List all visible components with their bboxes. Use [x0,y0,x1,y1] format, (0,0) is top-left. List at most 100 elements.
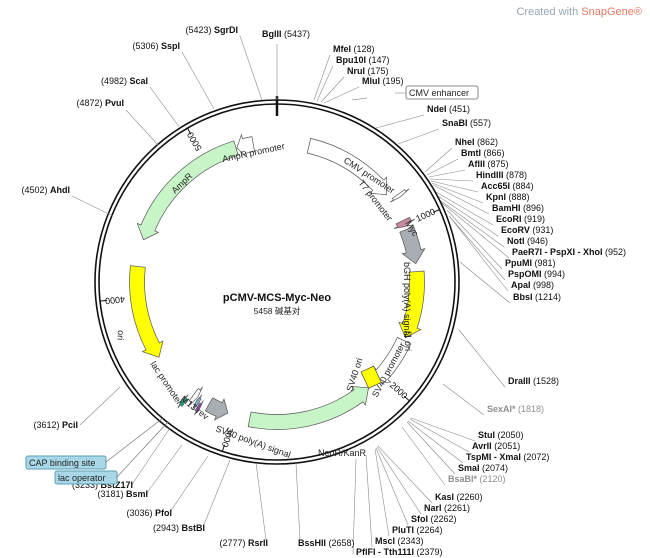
enzyme-name: KasI [435,492,454,502]
enzyme-position: (3181) [97,489,126,499]
enzyme-position: (557) [468,118,492,128]
enzyme-name: MfeI [333,44,351,54]
enzyme-leader-pspomi [448,215,506,281]
enzyme-position: (3233) [72,480,101,490]
enzyme-leader-pfoi [169,455,209,513]
enzyme-ecori: EcoRI (919) [496,214,545,224]
cap-binding-site-box [25,455,107,470]
enzyme-leader-pcii [79,386,121,426]
snapgene-watermark: Created with SnapGene® [516,6,642,18]
tick-label-4000: 4000 [105,294,126,306]
enzyme-name: Acc65I [481,181,510,191]
enzyme-leader-ecori [435,191,494,226]
watermark-brand: SnapGene® [581,6,642,18]
enzyme-mlui: MluI (195) [362,76,404,86]
enzyme-name: HindIII [476,170,504,180]
enzyme-name: EcoRI [496,214,522,224]
feature-bgh-poly-a-signal [399,226,426,265]
enzyme-name: MscI [375,536,395,546]
enzyme-position: (2051) [492,441,521,451]
enzyme-name: PvuI [105,98,124,108]
enzyme-position: (3036) [126,508,155,518]
enzyme-name: AflII [468,159,485,169]
enzyme-kasi: KasI (2260) [435,492,483,502]
enzyme-leader-scai [149,86,181,129]
enzyme-position: (175) [365,66,389,76]
enzyme-leader-ahdi [71,195,114,217]
enzyme-name: BsaBI* [448,474,478,484]
enzyme-pvui: (4872) PvuI [76,98,124,108]
enzyme-position: (896) [521,203,545,213]
enzyme-pluti: PluTI (2264) [392,525,443,535]
plasmid-name: pCMV-MCS-Myc-Neo [223,292,331,304]
feature-ori [129,265,164,358]
enzyme-position: (128) [351,44,375,54]
enzyme-bpu10i: Bpu10I (147) [336,55,390,65]
enzyme-bsshii: BssHII (2658) [298,538,355,548]
enzyme-leader-hindiii [429,178,474,182]
enzyme-leader-bsshii [295,462,301,541]
enzyme-name: StuI [478,430,495,440]
enzyme-name: SfoI [411,514,428,524]
enzyme-position: (919) [522,214,546,224]
enzyme-name: NruI [347,66,365,76]
enzyme-position: (5306) [132,41,161,51]
enzyme-leader-bbsi [459,261,511,304]
enzyme-name: BstBI [181,523,205,533]
enzyme-leader-sfoi [375,447,409,526]
enzyme-leader-paer7i-pspxi-xhoi [441,202,510,259]
enzyme-leader-sgrdi [239,35,263,101]
feature-lac-operator [192,394,203,410]
enzyme-name: SmaI [458,463,480,473]
enzyme-stui: StuI (2050) [478,430,524,440]
enzyme-leader-msci [365,454,373,548]
enzyme-name: NarI [424,503,442,513]
enzyme-leader-draiii [458,329,506,388]
feature-myc [393,216,416,229]
feature-label-bgh-poly-a-signal: bGH poly(A) signal [402,262,412,338]
enzyme-position: (994) [542,269,566,279]
cap-binding-site-label: CAP binding site [29,458,95,468]
enzyme-position: (884) [510,181,534,191]
enzyme-name: NdeI [427,104,447,114]
enzyme-pcii: (3612) PciI [33,420,78,430]
enzyme-ndei: NdeI (451) [427,104,470,114]
enzyme-leader-kasi [377,445,433,504]
enzyme-bbsi: BbsI (1214) [513,292,561,302]
enzyme-nhei: NheI (862) [455,137,498,147]
feature-cmv-promoter [306,137,387,196]
enzyme-hindiii: HindIII (878) [476,170,527,180]
enzyme-leader-nhei [424,147,453,173]
enzyme-name: SgrDI [214,25,238,35]
center-title: pCMV-MCS-Myc-Neo 5458 碱基对 [223,292,331,316]
enzyme-name: RsrII [248,538,268,548]
enzyme-apai: ApaI (998) [511,280,554,290]
enzyme-tspmi-xmai: TspMI - XmaI (2072) [466,452,549,462]
enzyme-leader-bstbi [202,459,231,528]
enzyme-position: (2264) [414,525,443,535]
enzyme-aflii: AflII (875) [468,159,509,169]
enzyme-ahdi: (4502) AhdI [21,185,70,195]
tick-label-5000: 5000 [185,130,204,152]
feature-ampr-promoter [236,133,255,159]
enzyme-leader-bmti [426,158,459,176]
enzyme-leader-sspi [181,51,215,110]
enzyme-leader-apai [449,216,509,292]
enzyme-position: (2260) [454,492,483,502]
feature-m13-rev [194,400,204,416]
enzyme-position: (451) [447,104,471,114]
enzyme-name: BbsI [513,292,533,302]
enzyme-mfei: MfeI (128) [333,44,375,54]
enzyme-position: (4872) [76,98,105,108]
enzyme-leader-tspmi-xmai [407,420,464,464]
feature-lac-promoter [188,386,203,406]
feature-ampr [136,140,239,241]
enzyme-leader-snabi [397,128,440,145]
enzyme-sgrdi: (5423) SgrDI [185,25,238,35]
enzyme-position: (5437) [282,29,311,39]
enzyme-position: (998) [531,280,555,290]
enzyme-smai: SmaI (2074) [458,463,508,473]
enzyme-leader-rsrii [255,462,267,541]
enzyme-acc65i: Acc65I (884) [481,181,534,191]
